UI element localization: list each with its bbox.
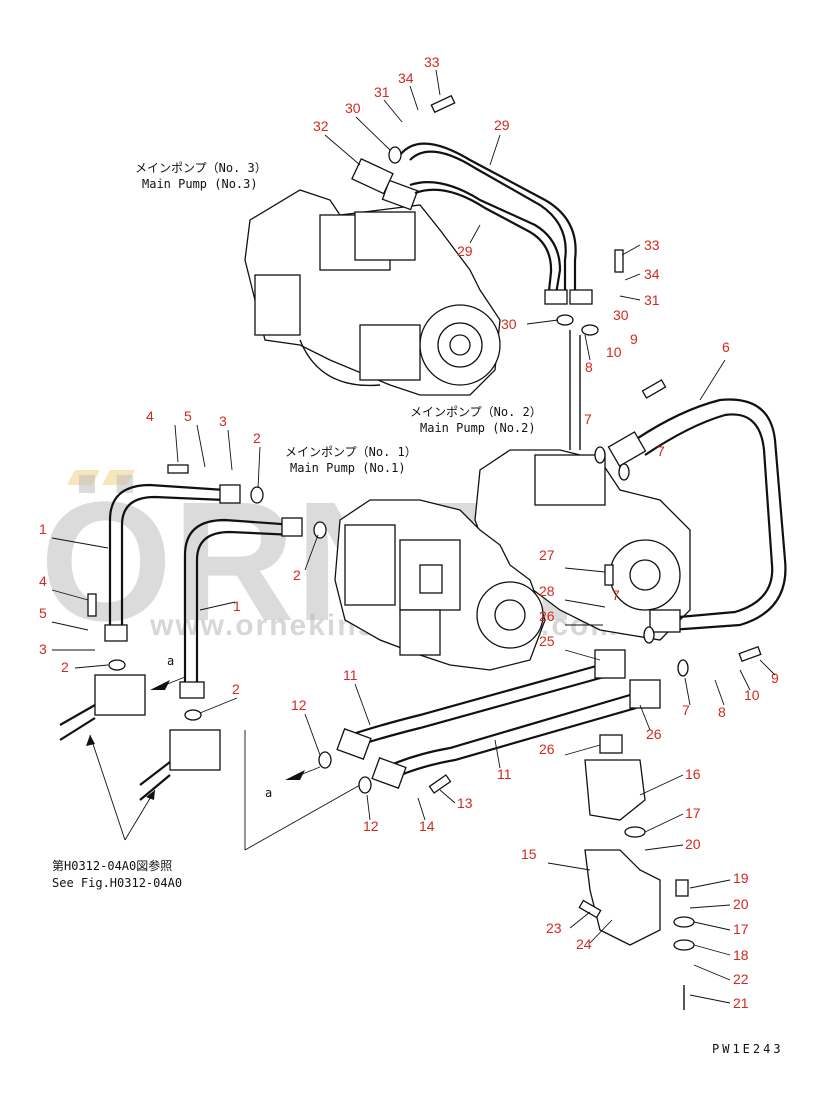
callout-30-b: 30	[613, 307, 629, 323]
callout-19: 19	[733, 870, 749, 886]
callout-34-b: 34	[644, 266, 660, 282]
callout-4-a: 4	[146, 408, 154, 424]
callout-7-d: 7	[682, 702, 690, 718]
callout-15: 15	[521, 846, 537, 862]
callout-29-b: 29	[457, 243, 473, 259]
pump2-label-jp: メインポンプ（No. 2）	[410, 405, 542, 419]
callout-2-a: 2	[253, 430, 261, 446]
callout-16: 16	[685, 766, 701, 782]
callout-2-d: 2	[232, 681, 240, 697]
callout-30-a: 30	[345, 100, 361, 116]
callout-34-a: 34	[398, 70, 414, 86]
callout-31-a: 31	[374, 84, 390, 100]
callout-14: 14	[419, 818, 435, 834]
callout-20-a: 20	[685, 836, 701, 852]
callout-10-a: 10	[606, 344, 622, 360]
hoses-6	[607, 398, 787, 633]
callout-11-a: 11	[343, 667, 358, 683]
callout-26-a: 26	[539, 608, 555, 624]
callout-7-b: 7	[657, 443, 665, 459]
arrow-label-a1: a	[167, 654, 174, 668]
callout-30-c: 30	[501, 316, 517, 332]
pump-labels: メインポンプ（No. 3） Main Pump (No.3) メインポンプ（No…	[52, 161, 784, 1056]
pump1-label-jp: メインポンプ（No. 1）	[285, 445, 417, 459]
callout-33-a: 33	[424, 54, 440, 70]
main-pump-2	[474, 330, 691, 641]
callout-4-b: 4	[39, 573, 47, 589]
callout-7-a: 7	[584, 411, 592, 427]
callout-8-a: 8	[585, 359, 593, 375]
pump3-label-jp: メインポンプ（No. 3）	[135, 161, 267, 175]
callout-7-c: 7	[612, 587, 620, 603]
pump2-label-en: Main Pump (No.2)	[420, 421, 536, 435]
callout-28: 28	[539, 583, 555, 599]
callout-10-b: 10	[744, 687, 760, 703]
callout-17-b: 17	[733, 921, 749, 937]
callout-12-a: 12	[291, 697, 307, 713]
callout-5-b: 5	[39, 605, 47, 621]
reference-leaders	[86, 734, 156, 841]
pump1-label-en: Main Pump (No.1)	[290, 461, 406, 475]
main-pump-3	[244, 157, 501, 396]
callout-24: 24	[576, 936, 592, 952]
callout-27: 27	[539, 547, 555, 563]
callout-26-b: 26	[539, 741, 555, 757]
callout-20-b: 20	[733, 896, 749, 912]
callout-5-a: 5	[184, 408, 192, 424]
valve-blocks	[59, 674, 361, 851]
callout-17-a: 17	[685, 805, 701, 821]
callout-11-b: 11	[497, 766, 512, 782]
callout-18: 18	[733, 947, 749, 963]
pump3-label-en: Main Pump (No.3)	[142, 177, 258, 191]
callout-33-b: 33	[644, 237, 660, 253]
callout-25: 25	[539, 633, 555, 649]
tubes-11	[336, 649, 661, 789]
callout-2-b: 2	[293, 567, 301, 583]
main-pump-1	[334, 499, 546, 671]
callout-3-a: 3	[219, 413, 227, 429]
hoses-1	[104, 483, 303, 699]
callout-9-b: 9	[771, 670, 779, 686]
figure-code: PW1E243	[712, 1042, 784, 1056]
callout-21: 21	[733, 995, 749, 1011]
callout-29-a: 29	[494, 117, 510, 133]
callout-32: 32	[313, 118, 329, 134]
brackets	[584, 734, 695, 1010]
callout-8-b: 8	[718, 704, 726, 720]
callout-2-c: 2	[61, 659, 69, 675]
hoses-29	[399, 142, 593, 305]
callout-22: 22	[733, 971, 749, 987]
callout-leaders	[51, 69, 776, 1004]
callout-23: 23	[546, 920, 562, 936]
callout-1-b: 1	[233, 598, 241, 614]
callout-13: 13	[457, 795, 473, 811]
callout-3-b: 3	[39, 641, 47, 657]
callout-31-b: 31	[644, 292, 660, 308]
reference-label-jp: 第H0312-04A0図参照	[52, 858, 172, 873]
callout-12-b: 12	[363, 818, 379, 834]
callouts: 33 34 31 30 32 29 29 33 34 31 30 30 8 9 …	[39, 54, 779, 1011]
arrow-label-a2: a	[265, 786, 272, 800]
callout-1-a: 1	[39, 521, 47, 537]
arrows: a a	[150, 654, 321, 800]
callout-6: 6	[722, 339, 730, 355]
reference-label-en: See Fig.H0312-04A0	[52, 876, 182, 890]
callout-9-a: 9	[630, 331, 638, 347]
fittings	[87, 94, 762, 919]
callout-26-c: 26	[646, 726, 662, 742]
